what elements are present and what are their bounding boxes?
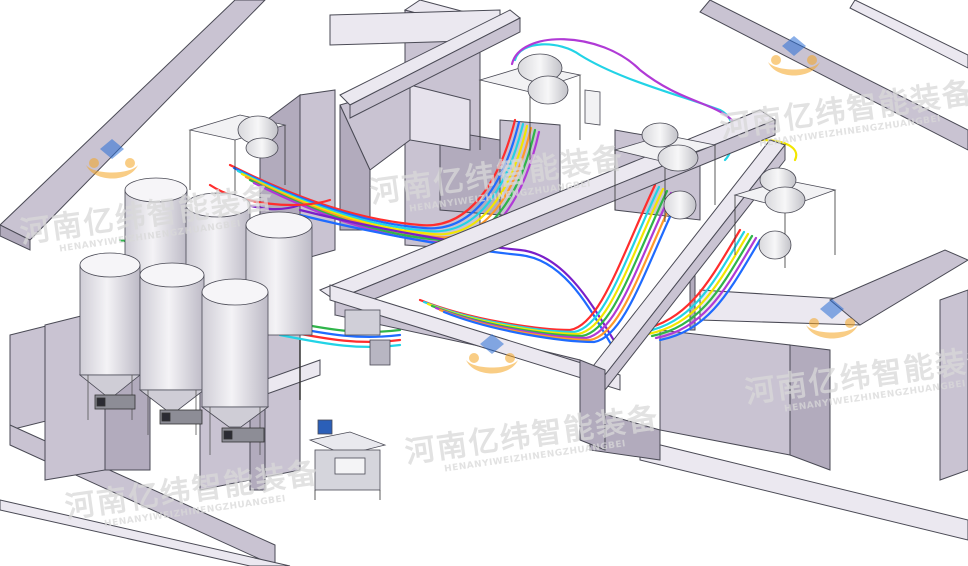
silo-front-2 (138, 262, 206, 435)
station-2 (478, 53, 601, 160)
silos (78, 177, 313, 455)
silo-feeders (94, 394, 265, 443)
station-4 (733, 167, 837, 268)
silo-front-1 (78, 252, 142, 420)
bag-dump-station (308, 419, 387, 500)
central-equipment (299, 309, 391, 400)
station-1 (188, 114, 287, 200)
batching-stations (188, 53, 837, 268)
silo-front-3 (200, 278, 270, 455)
station-3 (613, 122, 717, 222)
